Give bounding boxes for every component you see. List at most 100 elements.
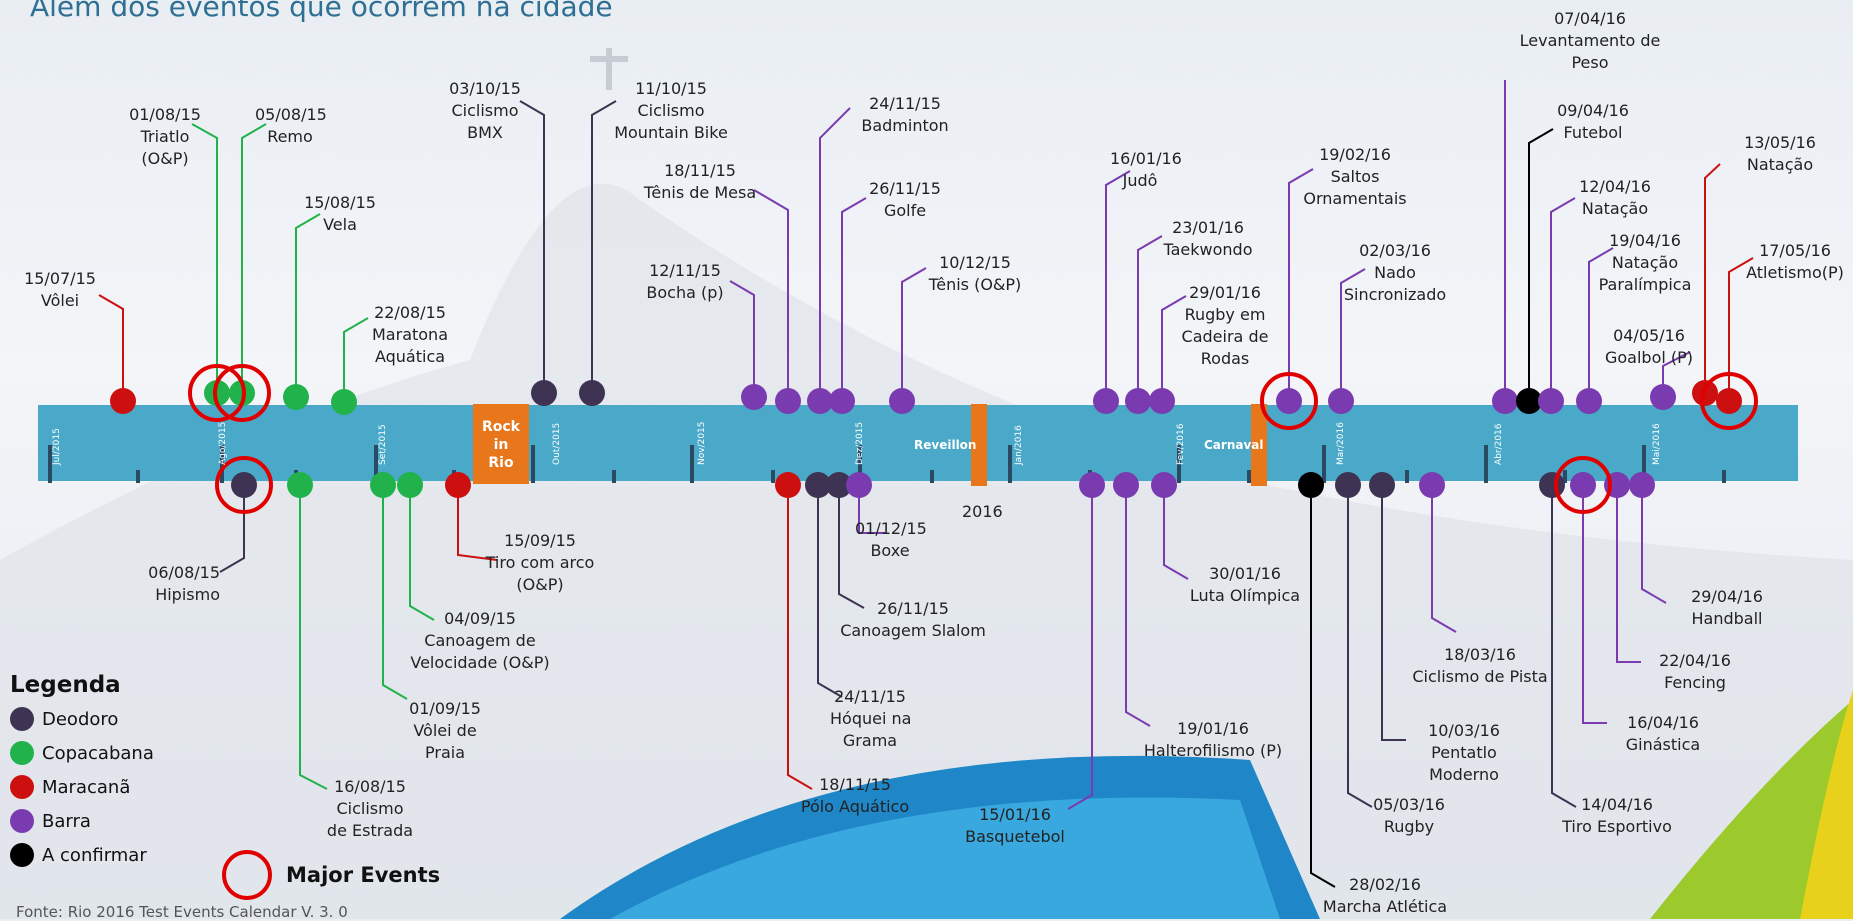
event-connector [901, 267, 927, 390]
event-name: Levantamento de [1519, 31, 1661, 50]
rock-in-rio-label: Rock in Rio [473, 404, 529, 484]
event-name: Futebol [1563, 123, 1623, 142]
event-date: 05/08/15 [255, 105, 327, 124]
legend-label: Copacabana [42, 742, 154, 764]
event-connector [1161, 295, 1187, 390]
event-date: 01/09/15 [409, 699, 481, 718]
legend-dot-confirmar [10, 843, 34, 867]
event-name: Rodas [1200, 349, 1250, 368]
legend-label: Deodoro [42, 708, 119, 730]
month-tick [1177, 445, 1181, 483]
event-date: 15/09/15 [504, 531, 576, 550]
month-label: Mai/2016 [1652, 423, 1662, 465]
event-dot-barra [1538, 388, 1564, 414]
event-connector [1704, 163, 1721, 382]
event-dot-barra [1079, 472, 1105, 498]
event-connector [1067, 496, 1093, 810]
legend-label: A confirmar [42, 844, 147, 866]
event-date: 28/02/16 [1349, 875, 1421, 894]
event-dot-copacabana [287, 472, 313, 498]
event-connector [1662, 351, 1691, 386]
event-date: 14/04/16 [1581, 795, 1653, 814]
event-connector [382, 496, 408, 700]
event-connector [1288, 168, 1314, 390]
event-dot-confirmar [1516, 388, 1542, 414]
month-tick [690, 445, 694, 483]
event-dot-barra [1576, 388, 1602, 414]
event-connector [817, 496, 843, 698]
event-connector [1550, 197, 1576, 390]
event-date: 16/04/16 [1627, 713, 1699, 732]
event-dot-copacabana [370, 472, 396, 498]
month-label: Ago/2015 [218, 421, 228, 465]
major-events-label: Major Events [286, 863, 441, 887]
event-name: Saltos [1330, 167, 1380, 186]
event-name: Pentatlo [1431, 743, 1497, 762]
month-label: Jul/2015 [52, 428, 62, 465]
event-date: 01/12/15 [855, 519, 927, 538]
event-dot-barra [1629, 472, 1655, 498]
event-connector [191, 123, 218, 382]
event-dot-barra [807, 388, 833, 414]
event-name: Ciclismo de Pista [1412, 667, 1548, 686]
event-connector [1588, 247, 1614, 390]
legend-label: Barra [42, 810, 91, 832]
week-tick [136, 470, 140, 483]
event-connector [1381, 496, 1406, 741]
legend-dot-deodoro [10, 707, 34, 731]
event-date: 01/08/15 [129, 105, 201, 124]
week-tick [1722, 470, 1726, 483]
week-tick [1405, 470, 1409, 483]
event-dot-confirmar [1298, 472, 1324, 498]
event-dot-deodoro [1539, 472, 1565, 498]
event-date: 13/05/16 [1744, 133, 1816, 152]
event-dot-barra [1093, 388, 1119, 414]
event-name: Ornamentais [1303, 189, 1407, 208]
event-dot-barra [829, 388, 855, 414]
page-title: Além dos eventos que ocorrem na cidade [30, 0, 613, 23]
event-name: Mountain Bike [614, 123, 728, 142]
event-connector [1431, 496, 1457, 633]
event-date: 12/04/16 [1579, 177, 1651, 196]
event-dot-barra [775, 388, 801, 414]
event-connector [729, 280, 755, 386]
month-label: Abr/2016 [1494, 423, 1504, 465]
event-connector [519, 100, 545, 382]
event-name: Vôlei [40, 291, 80, 310]
event-dot-barra [846, 472, 872, 498]
event-name: Ginástica [1625, 735, 1701, 754]
event-dot-copacabana [397, 472, 423, 498]
event-connector [457, 496, 498, 561]
month-label: Set/2015 [378, 424, 388, 465]
event-dot-barra [1276, 388, 1302, 414]
event-name: Triatlo [140, 127, 190, 146]
event-dot-barra [1419, 472, 1445, 498]
event-date: 11/10/15 [635, 79, 707, 98]
event-date: 03/10/15 [449, 79, 521, 98]
event-date: 18/03/16 [1444, 645, 1516, 664]
event-dot-barra [741, 384, 767, 410]
event-name: Tiro Esportivo [1562, 817, 1672, 836]
